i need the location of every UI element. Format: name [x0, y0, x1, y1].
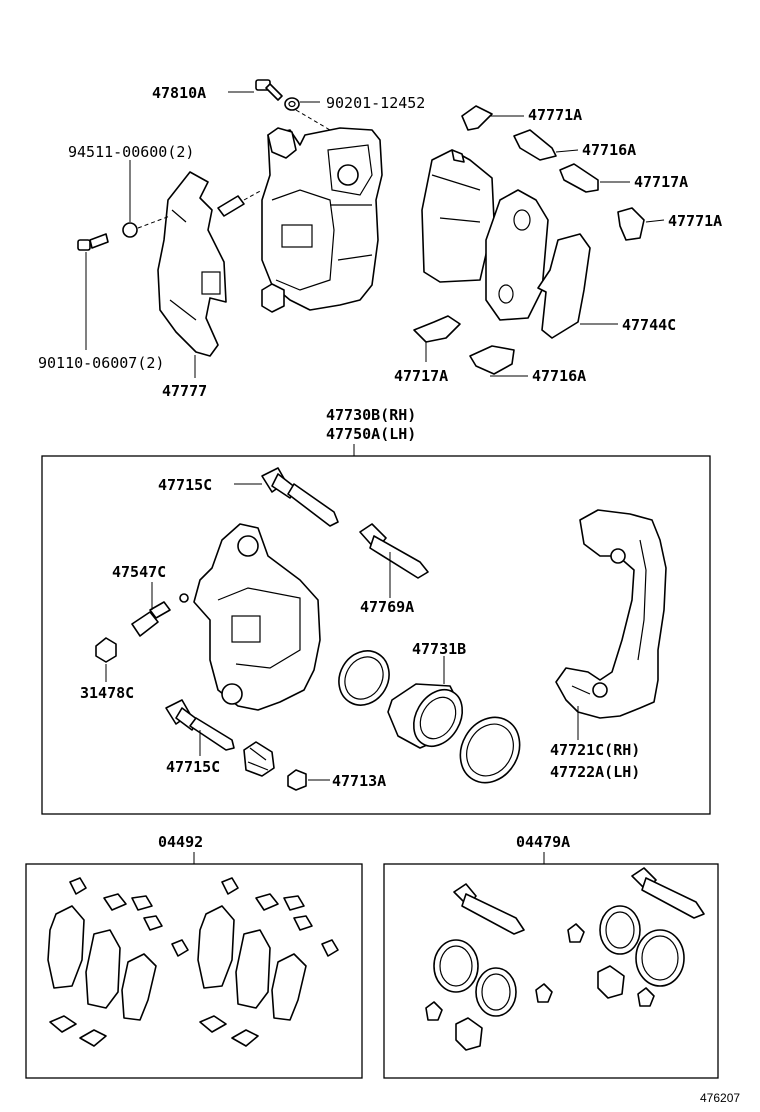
label-47777: 47777	[162, 382, 207, 400]
clip-47716A-bottom-icon[interactable]	[469, 345, 515, 375]
clip-47771A-top-icon[interactable]	[461, 105, 493, 131]
label-kit-04492: 04492	[158, 833, 203, 851]
clip-47716A-top-icon[interactable]	[513, 129, 557, 161]
label-assy-lh: 47750A(LH)	[326, 425, 416, 443]
label-47713A: 47713A	[332, 772, 386, 790]
label-47716A-1: 47716A	[582, 141, 636, 159]
seal-kit-04479A-box[interactable]	[383, 863, 719, 1079]
label-47721C: 47721C(RH)	[550, 741, 640, 759]
brake-pad-inner-icon[interactable]	[485, 189, 549, 321]
label-94511: 94511-00600(2)	[68, 143, 194, 161]
label-47715C-2: 47715C	[166, 758, 220, 776]
label-47547C: 47547C	[112, 563, 166, 581]
diagram-number: 476207	[700, 1091, 740, 1105]
label-47744C: 47744C	[622, 316, 676, 334]
label-90110: 90110-06007(2)	[38, 354, 164, 372]
dust-shield-47777-icon[interactable]	[157, 171, 227, 357]
label-90201: 90201-12452	[326, 94, 425, 112]
caliper-pin-top-icon[interactable]	[217, 189, 263, 217]
piston-seal-ring-icon[interactable]	[329, 642, 399, 714]
piston-47731B-icon[interactable]	[387, 681, 472, 755]
assembly-line	[295, 109, 331, 131]
kit-04492-pad-set-right-icon	[197, 877, 339, 1047]
label-47722A: 47722A(LH)	[550, 763, 640, 781]
caliper-mounting-bracket-icon[interactable]	[555, 509, 667, 719]
label-47769A: 47769A	[360, 598, 414, 616]
washer-90201-icon[interactable]	[284, 97, 300, 111]
brake-pad-outer-icon[interactable]	[421, 149, 495, 283]
clip-47717A-top-icon[interactable]	[559, 163, 599, 193]
clip-47717A-bottom-icon[interactable]	[413, 315, 461, 343]
clip-47771A-right-icon[interactable]	[617, 207, 645, 241]
slide-pin-47769A-icon[interactable]	[359, 523, 429, 579]
label-47717A-1: 47717A	[634, 173, 688, 191]
bolt-47810A-icon[interactable]	[255, 79, 283, 101]
bleeder-plug-47547C-icon[interactable]	[131, 593, 189, 637]
label-47716A-2: 47716A	[532, 367, 586, 385]
nut-94511-icon[interactable]	[122, 222, 138, 238]
label-47771A-1: 47771A	[528, 106, 582, 124]
caliper-top-icon[interactable]	[261, 127, 383, 313]
piston-boot-ring-icon[interactable]	[449, 707, 531, 794]
caliper-assembly-box	[41, 455, 711, 815]
label-47771A-2: 47771A	[668, 212, 722, 230]
label-kit-04479A: 04479A	[516, 833, 570, 851]
guide-pin-47715C-top-icon[interactable]	[261, 467, 339, 527]
cap-31478C-icon[interactable]	[95, 637, 117, 663]
kit-04492-pad-set-left-icon	[47, 877, 189, 1047]
label-47715C-1: 47715C	[158, 476, 212, 494]
label-47731B: 47731B	[412, 640, 466, 658]
anti-squeal-shim-47744C-icon[interactable]	[537, 233, 591, 339]
kit-04479A-contents-icon	[425, 867, 705, 1051]
label-47717A-2: 47717A	[394, 367, 448, 385]
pad-kit-04492-box[interactable]	[25, 863, 363, 1079]
caliper-body-icon[interactable]	[193, 523, 321, 711]
label-assy-rh: 47730B(RH)	[326, 406, 416, 424]
label-31478C: 31478C	[80, 684, 134, 702]
boot-icon[interactable]	[243, 741, 275, 777]
guide-pin-47715C-bottom-icon[interactable]	[165, 699, 235, 751]
bushing-47713A-icon[interactable]	[287, 769, 307, 791]
bolt-90110-icon[interactable]	[77, 233, 109, 251]
label-47810A: 47810A	[152, 84, 206, 102]
